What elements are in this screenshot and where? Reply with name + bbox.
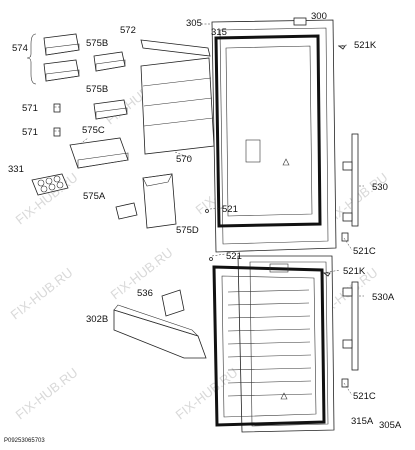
- label-574: 574: [12, 43, 28, 54]
- label-530: 530: [372, 182, 388, 193]
- label-315: 315: [211, 27, 227, 38]
- brace-574: [26, 33, 37, 85]
- label-331: 331: [8, 164, 24, 175]
- label-521k-lower: 521K: [343, 266, 366, 277]
- screw-521k-lower: [322, 272, 331, 277]
- screw-571-a: [53, 103, 61, 113]
- screw-521-upper: [205, 209, 209, 213]
- label-521c-lower: 521C: [353, 391, 376, 402]
- upper-door-warning-symbol: [282, 158, 290, 166]
- label-521c-upper: 521C: [353, 246, 376, 257]
- cap-521c-upper: [341, 232, 349, 242]
- lower-door-warning-symbol: [280, 392, 288, 400]
- upper-door-panel: [211, 19, 337, 253]
- watermark-9: FIX-HUB.RU: [13, 365, 81, 423]
- label-521k-upper: 521K: [354, 40, 377, 51]
- bin-574-upper: [43, 33, 80, 56]
- label-575c: 575C: [82, 125, 105, 136]
- label-575b-lower: 575B: [86, 84, 108, 95]
- lower-door-gasket: [212, 265, 326, 427]
- label-315a: 315A: [351, 416, 374, 427]
- label-570: 570: [176, 154, 192, 165]
- lower-door-display: [269, 263, 289, 273]
- lower-handle-cap-top: [342, 287, 353, 297]
- label-571-b: 571: [22, 127, 38, 138]
- upper-handle-cap-bottom: [342, 212, 353, 222]
- label-530a: 530A: [372, 292, 395, 303]
- egg-tray-331: [31, 173, 69, 196]
- screws-and-clips: [205, 45, 349, 388]
- watermark-6: FIX-HUB.RU: [8, 265, 76, 323]
- rail-572: [140, 39, 211, 57]
- upper-door-inner-panel: [219, 27, 329, 245]
- upper-handle: [351, 133, 359, 227]
- label-536: 536: [137, 288, 153, 299]
- cap-575a: [115, 202, 138, 220]
- lower-door-panel: [237, 255, 335, 433]
- label-571-a: 571: [22, 103, 38, 114]
- screw-521k-upper: [337, 45, 346, 50]
- label-575d: 575D: [176, 225, 199, 236]
- bin-302b: [113, 304, 207, 359]
- upper-door-gasket-inner: [225, 45, 313, 217]
- upper-door-handle-recess: [245, 139, 261, 163]
- screw-571-b: [53, 127, 61, 137]
- handles: [342, 133, 359, 371]
- label-575a: 575A: [83, 191, 106, 202]
- cap-521c-lower: [341, 378, 349, 388]
- label-572: 572: [120, 25, 136, 36]
- lower-door-gasket-inner: [221, 275, 317, 418]
- bin-575b-lower: [93, 99, 128, 120]
- door-label-plate: [293, 17, 307, 26]
- leader-lines: [54, 23, 364, 396]
- lower-handle-cap-bottom: [342, 339, 353, 349]
- screw-521-lower: [209, 257, 213, 261]
- upper-handle-cap-top: [342, 161, 353, 171]
- bin-575b-upper: [93, 51, 126, 72]
- watermark-10: FIX-HUB.RU: [173, 365, 241, 423]
- label-521-lower: 521: [226, 251, 242, 262]
- bin-574-lower: [43, 59, 80, 82]
- shelf-frame-570: [140, 57, 215, 155]
- document-code: P09253065703: [4, 438, 45, 444]
- label-305a: 305A: [379, 420, 402, 431]
- clip-536: [161, 289, 185, 317]
- label-521-upper: 521: [222, 204, 238, 215]
- upper-door-gasket: [214, 34, 322, 228]
- lower-handle: [351, 281, 359, 371]
- label-305: 305: [186, 18, 202, 29]
- lower-door-assembly: [212, 255, 335, 433]
- lower-door-ribs: [227, 289, 313, 397]
- door-bins: [31, 33, 215, 359]
- label-300: 300: [311, 11, 327, 22]
- part-labels: 305 300 315 572 574 575B 575B 521K 571 5…: [4, 11, 402, 444]
- bin-575c: [69, 137, 129, 169]
- label-575b-upper: 575B: [86, 38, 108, 49]
- lower-door-inner-panel: [249, 261, 329, 427]
- bottle-holder-575d: [142, 173, 177, 229]
- upper-door-assembly: [211, 17, 337, 253]
- label-302b: 302B: [86, 314, 108, 325]
